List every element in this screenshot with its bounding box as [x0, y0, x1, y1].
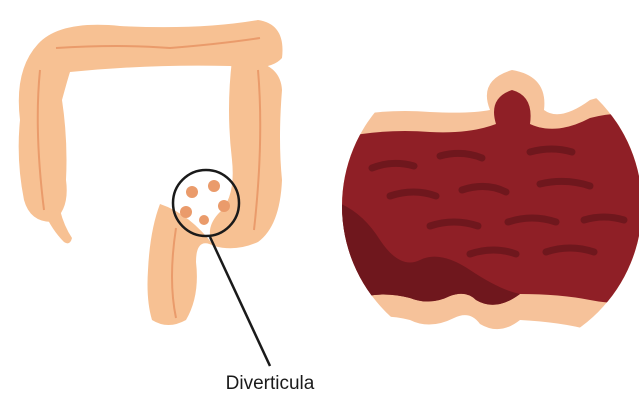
descending-colon: [210, 60, 282, 248]
mucosal-fold: [508, 218, 556, 222]
magnified-tissue: [330, 70, 639, 335]
diverticula-label: Diverticula: [0, 373, 540, 395]
callout-pointer: [210, 237, 270, 366]
mucosal-fold: [430, 222, 478, 226]
ascending-colon: [19, 44, 70, 222]
diverticulum: [218, 200, 230, 212]
mucosal-fold: [584, 217, 624, 220]
mucosal-fold: [470, 250, 516, 254]
mucosal-fold: [390, 192, 436, 196]
diverticulum: [180, 206, 192, 218]
diverticulum: [208, 180, 220, 192]
large-intestine: [19, 20, 283, 325]
diverticulum: [199, 215, 209, 225]
diverticulum: [186, 186, 198, 198]
appendix: [44, 210, 72, 243]
mucosal-fold: [530, 149, 572, 152]
mucosal-fold: [546, 248, 594, 252]
